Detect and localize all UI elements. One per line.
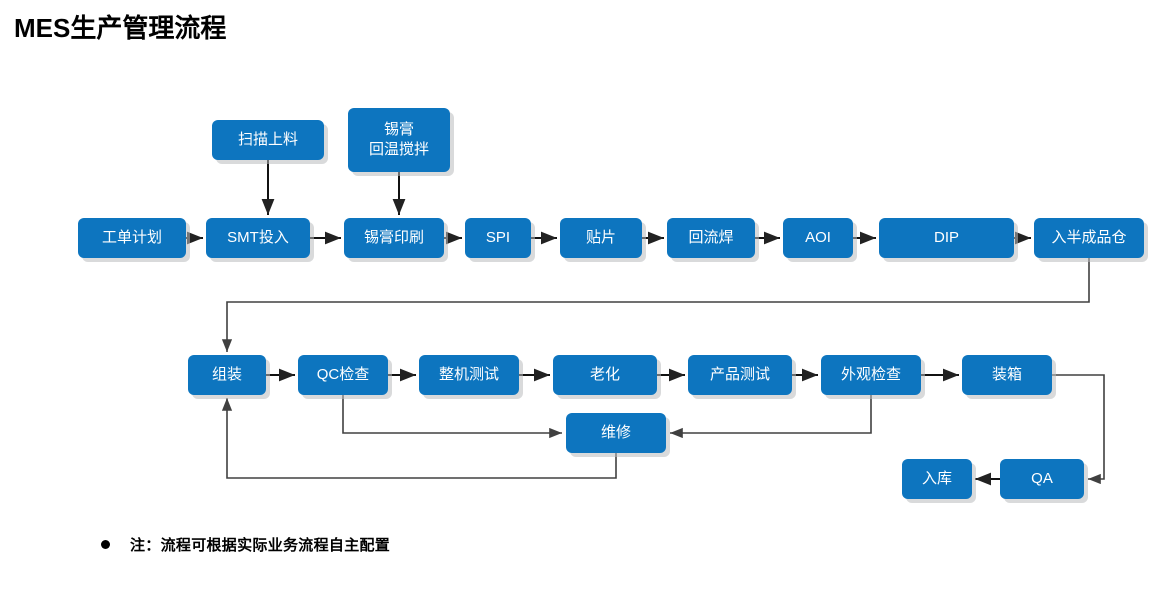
node-box[interactable] — [212, 120, 324, 160]
node-box[interactable] — [560, 218, 642, 258]
node-box[interactable] — [667, 218, 755, 258]
edge-packing-to-qa — [1052, 374, 1105, 485]
node-label: 整机测试 — [439, 366, 499, 383]
node-label: 装箱 — [992, 366, 1022, 383]
node-label: 工单计划 — [102, 229, 162, 246]
flow-node-qc_check[interactable]: QC检查 — [298, 355, 392, 399]
node-label: 入半成品仓 — [1051, 229, 1126, 246]
flow-node-assembly[interactable]: 组装 — [188, 355, 270, 399]
node-label: 回温搅拌 — [369, 141, 429, 158]
node-label: 维修 — [601, 424, 631, 441]
node-box[interactable] — [902, 459, 972, 499]
node-box[interactable] — [298, 355, 388, 395]
footnote-bullet-icon — [101, 540, 110, 549]
node-label: QA — [1031, 470, 1053, 487]
flow-node-spi[interactable]: SPI — [465, 218, 535, 262]
node-box[interactable] — [419, 355, 519, 395]
node-box[interactable] — [344, 218, 444, 258]
node-label: SPI — [486, 229, 510, 246]
node-box[interactable] — [962, 355, 1052, 395]
flow-node-full_test[interactable]: 整机测试 — [419, 355, 523, 399]
flow-node-mount[interactable]: 贴片 — [560, 218, 646, 262]
node-label: 贴片 — [586, 229, 616, 246]
flow-node-dip[interactable]: DIP — [879, 218, 1018, 262]
node-label: 外观检查 — [841, 366, 901, 383]
edge-semi-warehouse-to-assembly — [221, 258, 1090, 352]
node-box[interactable] — [465, 218, 531, 258]
edge-qc-check-to-repair — [342, 395, 562, 439]
node-label: 产品测试 — [710, 366, 770, 383]
flow-node-semi_warehouse[interactable]: 入半成品仓 — [1034, 218, 1148, 262]
flow-node-reflow[interactable]: 回流焊 — [667, 218, 759, 262]
flow-node-packing[interactable]: 装箱 — [962, 355, 1056, 399]
node-box[interactable] — [1034, 218, 1144, 258]
node-box[interactable] — [206, 218, 310, 258]
flow-node-appearance[interactable]: 外观检查 — [821, 355, 925, 399]
node-box[interactable] — [553, 355, 657, 395]
flow-node-stock_in[interactable]: 入库 — [902, 459, 976, 503]
flow-node-work_order[interactable]: 工单计划 — [78, 218, 190, 262]
node-box[interactable] — [566, 413, 666, 453]
node-label: 老化 — [590, 366, 620, 383]
flow-node-qa[interactable]: QA — [1000, 459, 1088, 503]
flow-node-product_test[interactable]: 产品测试 — [688, 355, 796, 399]
node-label: DIP — [934, 229, 959, 246]
node-label: SMT投入 — [227, 229, 289, 246]
flow-node-paste_print[interactable]: 锡膏印刷 — [344, 218, 448, 262]
flow-node-repair[interactable]: 维修 — [566, 413, 670, 457]
node-label: 入库 — [922, 470, 952, 487]
node-label: 锡膏印刷 — [364, 229, 424, 246]
footnote-text: 注：流程可根据实际业务流程自主配置 — [130, 537, 391, 554]
node-label: AOI — [805, 229, 831, 246]
node-box[interactable] — [348, 108, 450, 172]
node-box[interactable] — [1000, 459, 1084, 499]
flow-node-smt_input[interactable]: SMT投入 — [206, 218, 314, 262]
flow-node-scan_feed[interactable]: 扫描上料 — [212, 120, 328, 164]
node-label: 扫描上料 — [238, 131, 298, 148]
node-label: 回流焊 — [688, 229, 733, 246]
flow-node-aging[interactable]: 老化 — [553, 355, 661, 399]
edge-repair-to-assembly — [221, 398, 617, 479]
node-box[interactable] — [688, 355, 792, 395]
node-box[interactable] — [78, 218, 186, 258]
page-title: MES生产管理流程 — [14, 13, 227, 43]
node-box[interactable] — [188, 355, 266, 395]
node-box[interactable] — [783, 218, 853, 258]
node-box[interactable] — [879, 218, 1014, 258]
node-box[interactable] — [821, 355, 921, 395]
node-label: 锡膏 — [384, 121, 414, 138]
node-label: 组装 — [212, 366, 242, 383]
edge-appearance-to-repair — [670, 395, 872, 439]
node-label: QC检查 — [317, 366, 370, 383]
flow-node-aoi[interactable]: AOI — [783, 218, 857, 262]
